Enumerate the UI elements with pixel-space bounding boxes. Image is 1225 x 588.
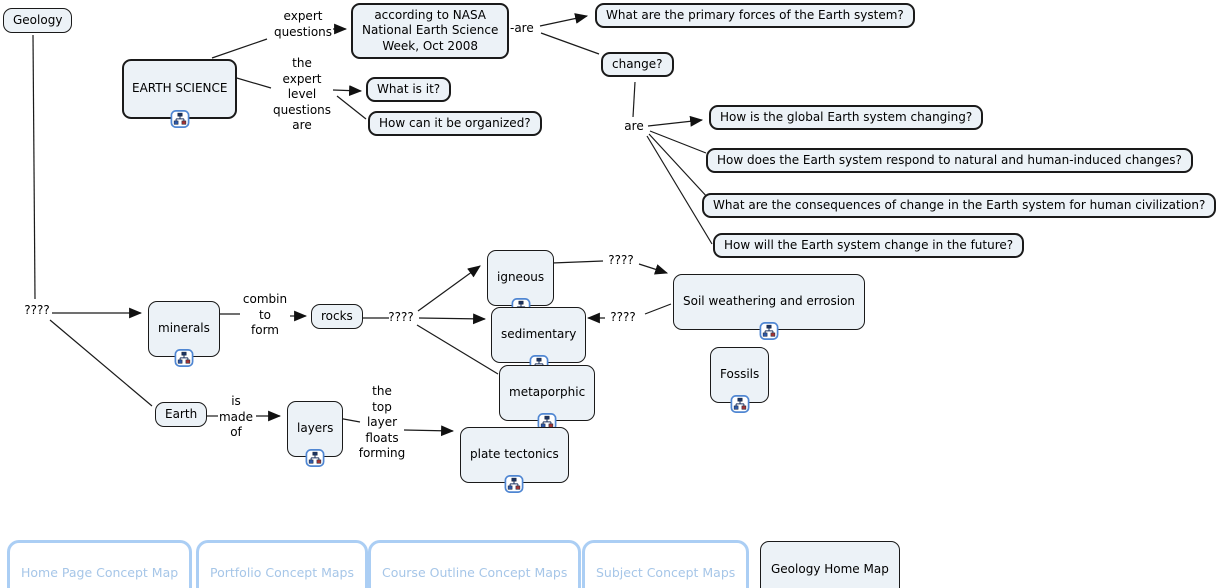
concept-map-link-icon[interactable]: [174, 349, 194, 368]
footer-link-course-outline-maps[interactable]: Course Outline Concept Maps: [368, 540, 582, 588]
node-fossils[interactable]: Fossils: [710, 347, 770, 414]
link-label: Geology Home Map: [771, 562, 889, 577]
concept-map-link-icon[interactable]: [730, 395, 750, 414]
concept-map-link-icon[interactable]: [170, 110, 190, 129]
node-igneous[interactable]: igneous: [487, 250, 555, 317]
phrase-are-dash[interactable]: -are: [510, 21, 534, 35]
node-how-organized[interactable]: How can it be organized?: [368, 111, 542, 137]
node-metaporphic[interactable]: metaporphic: [499, 365, 596, 432]
node-label: Soil weathering and errosion: [683, 294, 856, 309]
phrase-unknown-soil[interactable]: ????: [610, 310, 636, 324]
concept-map-link-icon[interactable]: [305, 449, 325, 468]
node-plate-tectonics[interactable]: plate tectonics: [460, 427, 569, 494]
node-label: minerals: [158, 321, 210, 336]
node-earth[interactable]: Earth: [155, 402, 208, 428]
link-label: Portfolio Concept Maps: [210, 565, 354, 580]
phrase-unknown-root[interactable]: ????: [24, 303, 50, 317]
phrase-is-made-of[interactable]: is made of: [218, 394, 254, 440]
node-label: igneous: [497, 270, 545, 285]
node-change[interactable]: change?: [601, 52, 674, 78]
node-q-respond[interactable]: How does the Earth system respond to nat…: [706, 148, 1193, 174]
node-what-is-it[interactable]: What is it?: [366, 77, 452, 103]
node-earth-science[interactable]: EARTH SCIENCE: [122, 59, 238, 129]
phrase-top-layer-floats[interactable]: the top layer floats forming: [358, 384, 406, 461]
footer-link-subject-maps[interactable]: Subject Concept Maps: [582, 540, 750, 588]
phrase-are[interactable]: are: [624, 119, 644, 133]
node-q-consequences[interactable]: What are the consequences of change in t…: [702, 193, 1217, 219]
node-sedimentary[interactable]: sedimentary: [491, 307, 587, 374]
link-label: Home Page Concept Map: [21, 565, 179, 580]
node-label: sedimentary: [501, 327, 577, 342]
node-label: metaporphic: [509, 385, 586, 400]
phrase-expert-questions[interactable]: expert questions: [273, 9, 333, 39]
node-q-future[interactable]: How will the Earth system change in the …: [713, 233, 1025, 259]
node-soil-weathering[interactable]: Soil weathering and errosion: [673, 274, 866, 341]
concept-map-link-icon[interactable]: [759, 322, 779, 341]
node-label: Fossils: [720, 367, 760, 382]
link-label: Course Outline Concept Maps: [382, 565, 568, 580]
node-label: EARTH SCIENCE: [132, 81, 228, 96]
phrase-combine-to-form[interactable]: combin to form: [242, 292, 288, 338]
node-geology[interactable]: Geology: [3, 8, 73, 34]
node-layers[interactable]: layers: [287, 401, 344, 468]
phrase-expert-level-questions[interactable]: the expert level questions are: [272, 56, 332, 133]
phrase-unknown-igneous[interactable]: ????: [608, 253, 634, 267]
node-primary-forces[interactable]: What are the primary forces of the Earth…: [595, 3, 915, 29]
node-rocks[interactable]: rocks: [311, 304, 363, 330]
concept-map-link-icon[interactable]: [504, 475, 524, 494]
node-q-changing[interactable]: How is the global Earth system changing?: [709, 105, 984, 131]
node-nasa-source[interactable]: according to NASA National Earth Science…: [351, 3, 510, 60]
node-label: plate tectonics: [470, 447, 559, 462]
node-minerals[interactable]: minerals: [148, 301, 220, 368]
node-label: layers: [297, 421, 334, 436]
footer-link-home-page-map[interactable]: Home Page Concept Map: [7, 540, 193, 588]
phrase-unknown-rocks[interactable]: ????: [388, 310, 414, 324]
link-label: Subject Concept Maps: [596, 565, 736, 580]
footer-link-geology-home-map[interactable]: Geology Home Map: [760, 541, 900, 588]
footer-link-portfolio-maps[interactable]: Portfolio Concept Maps: [196, 540, 368, 588]
